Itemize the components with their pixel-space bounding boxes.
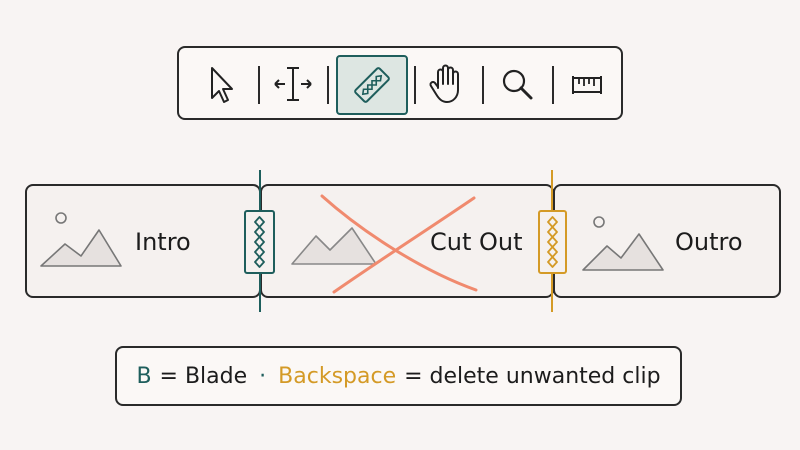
blade-tool-button[interactable] [336, 55, 408, 115]
ruler-icon [572, 76, 602, 94]
range-tool-button[interactable] [552, 54, 622, 114]
legend-separator: · [259, 363, 267, 389]
trim-edit-icon [274, 67, 312, 101]
zoom-tool-button[interactable] [482, 54, 552, 114]
backspace-shortcut-key: Backspace [278, 363, 397, 389]
arrow-pointer-icon [211, 67, 233, 103]
backspace-shortcut-text: = delete unwanted clip [404, 363, 661, 389]
hand-tool-button[interactable] [411, 54, 481, 114]
toolbar-divider [482, 66, 484, 104]
image-placeholder-icon [582, 216, 664, 271]
clip-label-intro: Intro [135, 228, 191, 256]
selection-tool-button[interactable] [185, 54, 255, 114]
blade-shortcut-text: = Blade [159, 363, 248, 389]
clip-intro[interactable]: Intro [25, 184, 261, 298]
toolbar-divider [258, 66, 260, 104]
tool-palette [177, 46, 623, 120]
razor-blade-icon [244, 210, 275, 274]
blade-shortcut-key: B [136, 363, 152, 389]
image-placeholder-icon [40, 212, 122, 267]
delete-cross-mark [320, 194, 478, 294]
image-placeholder-icon [291, 227, 377, 265]
toolbar-divider [327, 66, 329, 104]
trim-tool-button[interactable] [258, 54, 328, 114]
hand-icon [429, 64, 459, 103]
clip-outro[interactable]: Outro [553, 184, 781, 298]
toolbar-divider [414, 66, 416, 104]
shortcut-legend: B = Blade · Backspace = delete unwanted … [115, 346, 682, 406]
magnifier-icon [502, 69, 533, 100]
clip-label-outro: Outro [675, 228, 743, 256]
clip-label-cut-out: Cut Out [430, 228, 523, 256]
razor-blade-icon [538, 210, 567, 274]
toolbar-divider [552, 66, 554, 104]
razor-blade-icon [354, 67, 390, 103]
